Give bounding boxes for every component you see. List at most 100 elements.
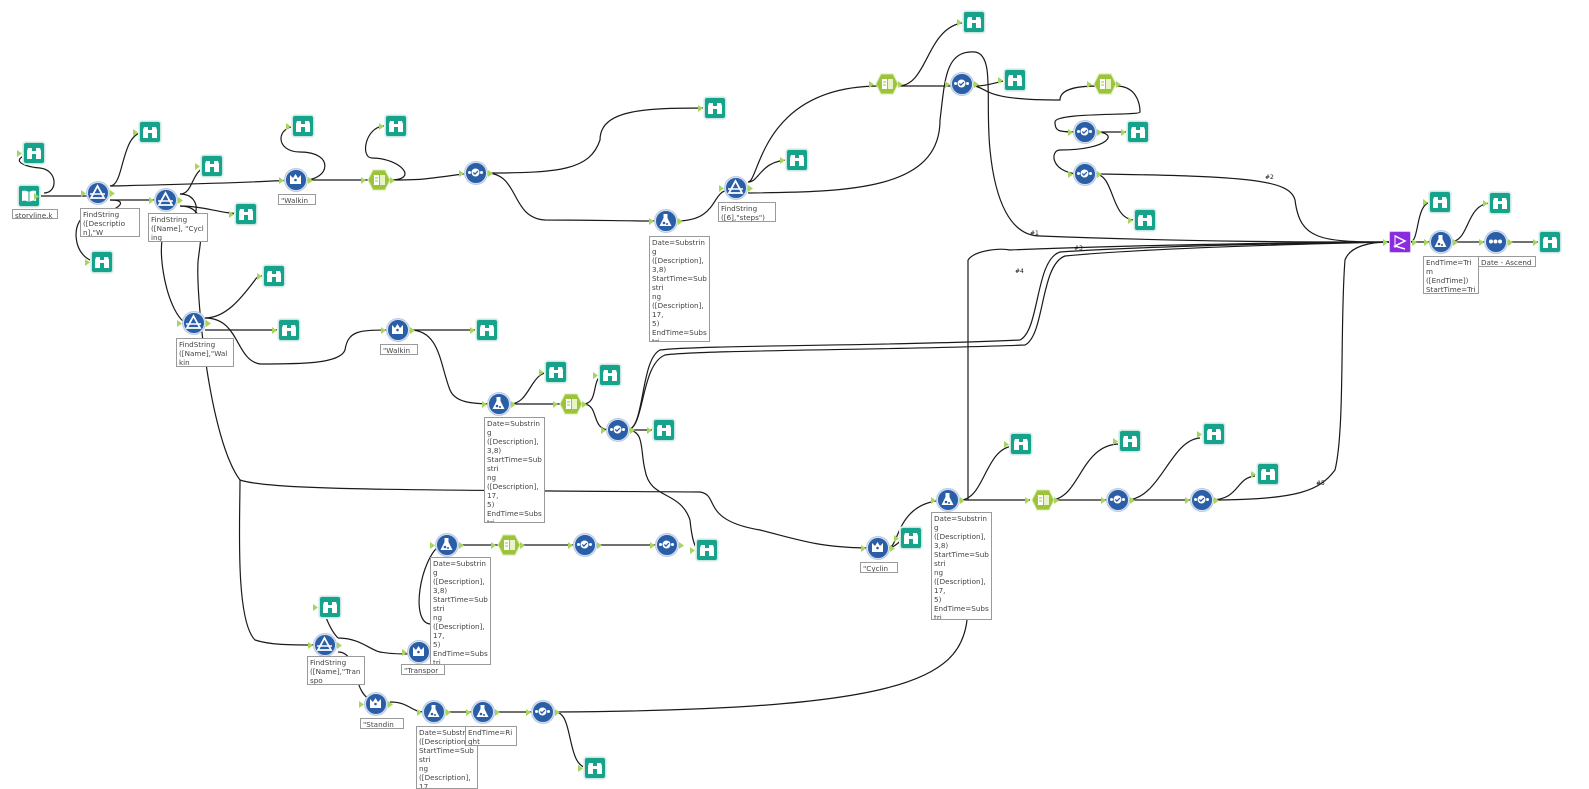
select-tool[interactable] [574, 534, 596, 556]
select-tool[interactable] [951, 73, 973, 95]
crosstab-tool-output-anchor[interactable] [582, 401, 587, 408]
formula-tool[interactable] [423, 701, 445, 723]
filter-tool-input-anchor[interactable] [149, 197, 154, 204]
formula-tool-output-anchor[interactable] [960, 497, 965, 504]
browse-tool[interactable] [91, 251, 113, 273]
select-tool-output-anchor[interactable] [679, 542, 684, 549]
filter-tool-output-anchor[interactable] [178, 197, 183, 204]
sort-tool-input-anchor[interactable] [1479, 239, 1484, 246]
browse-tool[interactable] [1010, 433, 1032, 455]
replace-tool-output-anchor[interactable] [410, 327, 415, 334]
browse-tool[interactable] [319, 596, 341, 618]
formula-tool[interactable] [488, 393, 510, 415]
filter-tool[interactable] [314, 634, 336, 656]
formula-tool-output-anchor[interactable] [459, 542, 464, 549]
browse-tool-input-anchor[interactable] [894, 535, 899, 542]
union-tool-output-anchor[interactable] [1412, 239, 1417, 246]
browse-tool-input-anchor[interactable] [957, 19, 962, 26]
filter-tool-input-anchor[interactable] [81, 190, 86, 197]
select-tool-input-anchor[interactable] [1068, 129, 1073, 136]
browse-tool-input-anchor[interactable] [998, 77, 1003, 84]
select-tool[interactable] [1191, 489, 1213, 511]
sort-tool-output-anchor[interactable] [1508, 239, 1513, 246]
browse-tool-input-anchor[interactable] [698, 105, 703, 112]
select-tool[interactable] [607, 419, 629, 441]
select-tool-input-anchor[interactable] [601, 427, 606, 434]
browse-tool[interactable] [278, 319, 300, 341]
filter-tool[interactable] [183, 312, 205, 334]
filter-tool[interactable] [87, 182, 109, 204]
select-tool-input-anchor[interactable] [1101, 497, 1106, 504]
browse-tool[interactable] [263, 265, 285, 287]
formula-tool-input-anchor[interactable] [466, 709, 471, 716]
browse-tool-input-anchor[interactable] [272, 327, 277, 334]
browse-tool-input-anchor[interactable] [647, 427, 652, 434]
browse-tool-input-anchor[interactable] [1251, 471, 1256, 478]
browse-tool[interactable] [653, 419, 675, 441]
formula-tool-output-anchor[interactable] [511, 401, 516, 408]
browse-tool-input-anchor[interactable] [133, 129, 138, 136]
browse-tool-input-anchor[interactable] [1113, 438, 1118, 445]
formula-tool[interactable] [937, 489, 959, 511]
browse-tool-input-anchor[interactable] [257, 273, 262, 280]
replace-tool-input-anchor[interactable] [861, 545, 866, 552]
browse-tool-input-anchor[interactable] [1121, 129, 1126, 136]
browse-tool-input-anchor[interactable] [17, 150, 22, 157]
filter-tool-output-anchor[interactable] [748, 185, 753, 192]
select-tool[interactable] [532, 701, 554, 723]
select-tool-output-anchor[interactable] [974, 81, 979, 88]
select-tool-output-anchor[interactable] [488, 170, 493, 177]
replace-tool[interactable] [285, 169, 307, 191]
crosstab-tool-output-anchor[interactable] [390, 177, 395, 184]
filter-tool-input-anchor[interactable] [308, 642, 313, 649]
crosstab-tool-input-anchor[interactable] [491, 542, 496, 549]
crosstab-tool-output-anchor[interactable] [1054, 497, 1059, 504]
replace-tool[interactable] [408, 641, 430, 663]
replace-tool[interactable] [365, 693, 387, 715]
crosstab-tool-output-anchor[interactable] [1116, 81, 1121, 88]
browse-tool[interactable] [1127, 121, 1149, 143]
browse-tool[interactable] [900, 527, 922, 549]
crosstab-tool-input-anchor[interactable] [361, 177, 366, 184]
formula-tool-input-anchor[interactable] [417, 709, 422, 716]
browse-tool[interactable] [292, 115, 314, 137]
sort-tool[interactable] [1485, 231, 1507, 253]
select-tool-input-anchor[interactable] [568, 542, 573, 549]
browse-tool-input-anchor[interactable] [578, 765, 583, 772]
select-tool-output-anchor[interactable] [597, 542, 602, 549]
browse-tool[interactable] [235, 203, 257, 225]
browse-tool-input-anchor[interactable] [690, 547, 695, 554]
input-data-tool[interactable] [18, 185, 40, 207]
formula-tool-output-anchor[interactable] [446, 709, 451, 716]
formula-tool-output-anchor[interactable] [495, 709, 500, 716]
replace-tool[interactable] [387, 319, 409, 341]
browse-tool-input-anchor[interactable] [1197, 431, 1202, 438]
select-tool-input-anchor[interactable] [1185, 497, 1190, 504]
browse-tool[interactable] [476, 319, 498, 341]
formula-tool-output-anchor[interactable] [1453, 239, 1458, 246]
union-tool-input-anchor[interactable] [1383, 239, 1388, 246]
browse-tool[interactable] [1257, 463, 1279, 485]
filter-tool-output-anchor[interactable] [337, 642, 342, 649]
select-tool-output-anchor[interactable] [1097, 171, 1102, 178]
browse-tool-input-anchor[interactable] [1128, 217, 1133, 224]
formula-tool[interactable] [1430, 231, 1452, 253]
browse-tool-input-anchor[interactable] [85, 259, 90, 266]
replace-tool-output-anchor[interactable] [388, 701, 393, 708]
browse-tool[interactable] [545, 361, 567, 383]
crosstab-tool[interactable] [559, 393, 583, 415]
formula-tool-input-anchor[interactable] [649, 218, 654, 225]
crosstab-tool[interactable] [1031, 489, 1055, 511]
formula-tool-input-anchor[interactable] [1424, 239, 1429, 246]
browse-tool[interactable] [786, 149, 808, 171]
select-tool-input-anchor[interactable] [459, 170, 464, 177]
select-tool[interactable] [1074, 121, 1096, 143]
browse-tool[interactable] [23, 142, 45, 164]
replace-tool-output-anchor[interactable] [308, 177, 313, 184]
crosstab-tool-input-anchor[interactable] [1087, 81, 1092, 88]
formula-tool-input-anchor[interactable] [482, 401, 487, 408]
filter-tool[interactable] [725, 177, 747, 199]
browse-tool[interactable] [1119, 430, 1141, 452]
browse-tool[interactable] [704, 97, 726, 119]
